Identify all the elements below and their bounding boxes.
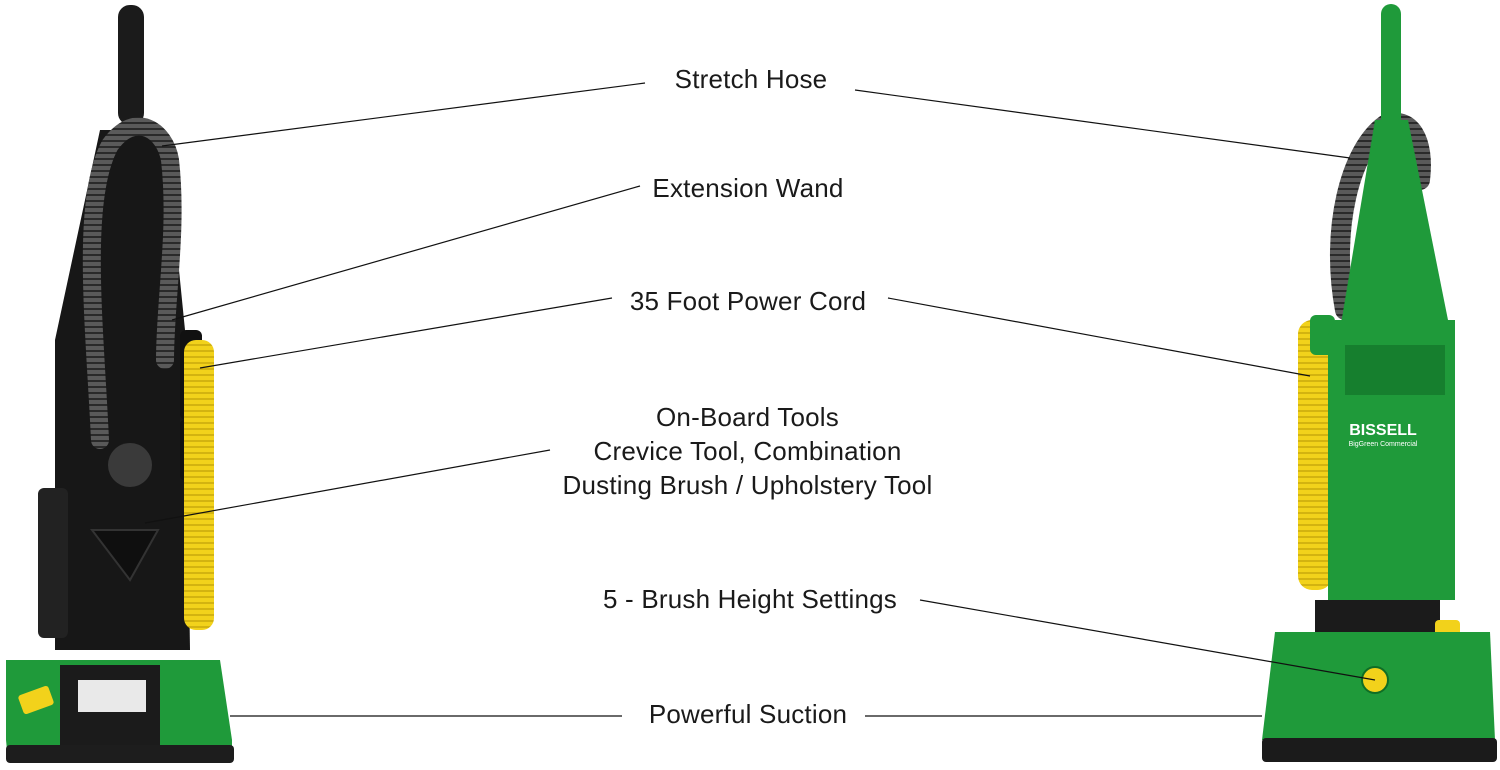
power-cord: [184, 340, 214, 630]
tools-line1: On-Board Tools: [656, 402, 839, 432]
front-power-cord: [1298, 320, 1332, 590]
front-vacuum: BISSELL BigGreen Commercial: [1262, 4, 1497, 762]
upper-body: [1340, 120, 1450, 330]
rating-label: [78, 680, 146, 712]
brush-height-label: 5 - Brush Height Settings: [580, 582, 920, 616]
rear-wheels: [6, 745, 234, 763]
power-cord-label: 35 Foot Power Cord: [608, 284, 888, 318]
extension-wand-label: Extension Wand: [633, 171, 863, 205]
height-pedal: [18, 685, 54, 715]
leader-lines: [144, 82, 1376, 717]
tool-holder: [89, 529, 160, 582]
brand-sub-text: BigGreen Commercial: [1349, 441, 1418, 448]
rear-vacuum: [6, 5, 234, 763]
power-cord-text: 35 Foot Power Cord: [629, 286, 867, 316]
handle: [118, 5, 144, 125]
suction-label: Powerful Suction: [628, 697, 868, 731]
suction-text: Powerful Suction: [648, 699, 848, 729]
front-bumper: [1262, 738, 1497, 762]
front-panel: [1345, 345, 1445, 395]
brush-height-text: 5 - Brush Height Settings: [602, 584, 898, 614]
tools-line2: Crevice Tool, Combination: [593, 436, 902, 466]
side-panel: [38, 488, 68, 638]
hose-connector: [108, 443, 152, 487]
tools-label: On-Board Tools Crevice Tool, Combination…: [540, 400, 955, 502]
stretch-hose: [82, 117, 182, 449]
brand-logo: BISSELL BigGreen Commercial: [1349, 422, 1418, 448]
stretch-hose-text: Stretch Hose: [674, 64, 828, 94]
stretch-hose-label: Stretch Hose: [651, 62, 851, 96]
tools-line3: Dusting Brush / Upholstery Tool: [562, 470, 933, 500]
extension-wand-text: Extension Wand: [652, 173, 844, 203]
brand-logo-text: BISSELL: [1349, 422, 1417, 439]
